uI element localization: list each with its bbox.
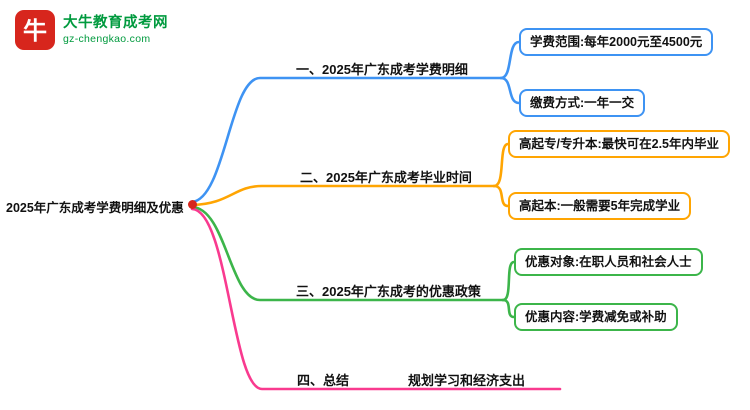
branch-2-line [190, 184, 496, 207]
branch-1-child-1-line [499, 40, 521, 80]
branch-4-label: 四、总结 [297, 373, 350, 388]
bull-glyph: 牛 [23, 18, 47, 45]
branch-1-label: 一、2025年广东成考学费明细 [296, 62, 468, 77]
site-logo[interactable]: 牛 大牛教育成考网 gz-chengkao.com [14, 9, 168, 51]
branch-2-child-2-box: 高起本:一般需要5年完成学业 [508, 192, 692, 221]
branch-2-child-1-line [492, 142, 510, 188]
logo-texts: 大牛教育成考网 gz-chengkao.com [63, 15, 168, 46]
branch-1-child-2-line [499, 76, 521, 105]
branch-3-child-2-box: 优惠内容:学费减免或补助 [514, 303, 678, 332]
site-name: 大牛教育成考网 [63, 14, 168, 31]
branch-1-child-1-box: 学费范围:每年2000元至4500元 [519, 28, 714, 57]
root-node: 2025年广东成考学费明细及优惠 [6, 201, 184, 215]
branch-3-line [190, 205, 505, 302]
branch-1-child-2-box: 缴费方式:一年一交 [519, 89, 646, 118]
root-anchor-dot [188, 200, 197, 209]
branch-3-child-1-line [501, 260, 516, 302]
branch-3-label: 三、2025年广东成考的优惠政策 [296, 284, 481, 299]
branch-1-line [190, 76, 503, 204]
branch-4-line [190, 207, 562, 391]
bull-icon: 牛 [15, 10, 55, 50]
branch-2-label: 二、2025年广东成考毕业时间 [300, 170, 472, 185]
branch-3-child-2-line [501, 298, 516, 319]
branch-2-child-1-box: 高起专/专升本:最快可在2.5年内毕业 [508, 130, 731, 159]
branch-2-child-2-line [492, 184, 510, 208]
branch-4-child-1-text: 规划学习和经济支出 [408, 373, 526, 388]
branch-3-child-1-box: 优惠对象:在职人员和社会人士 [514, 248, 703, 277]
site-url: gz-chengkao.com [63, 33, 151, 46]
